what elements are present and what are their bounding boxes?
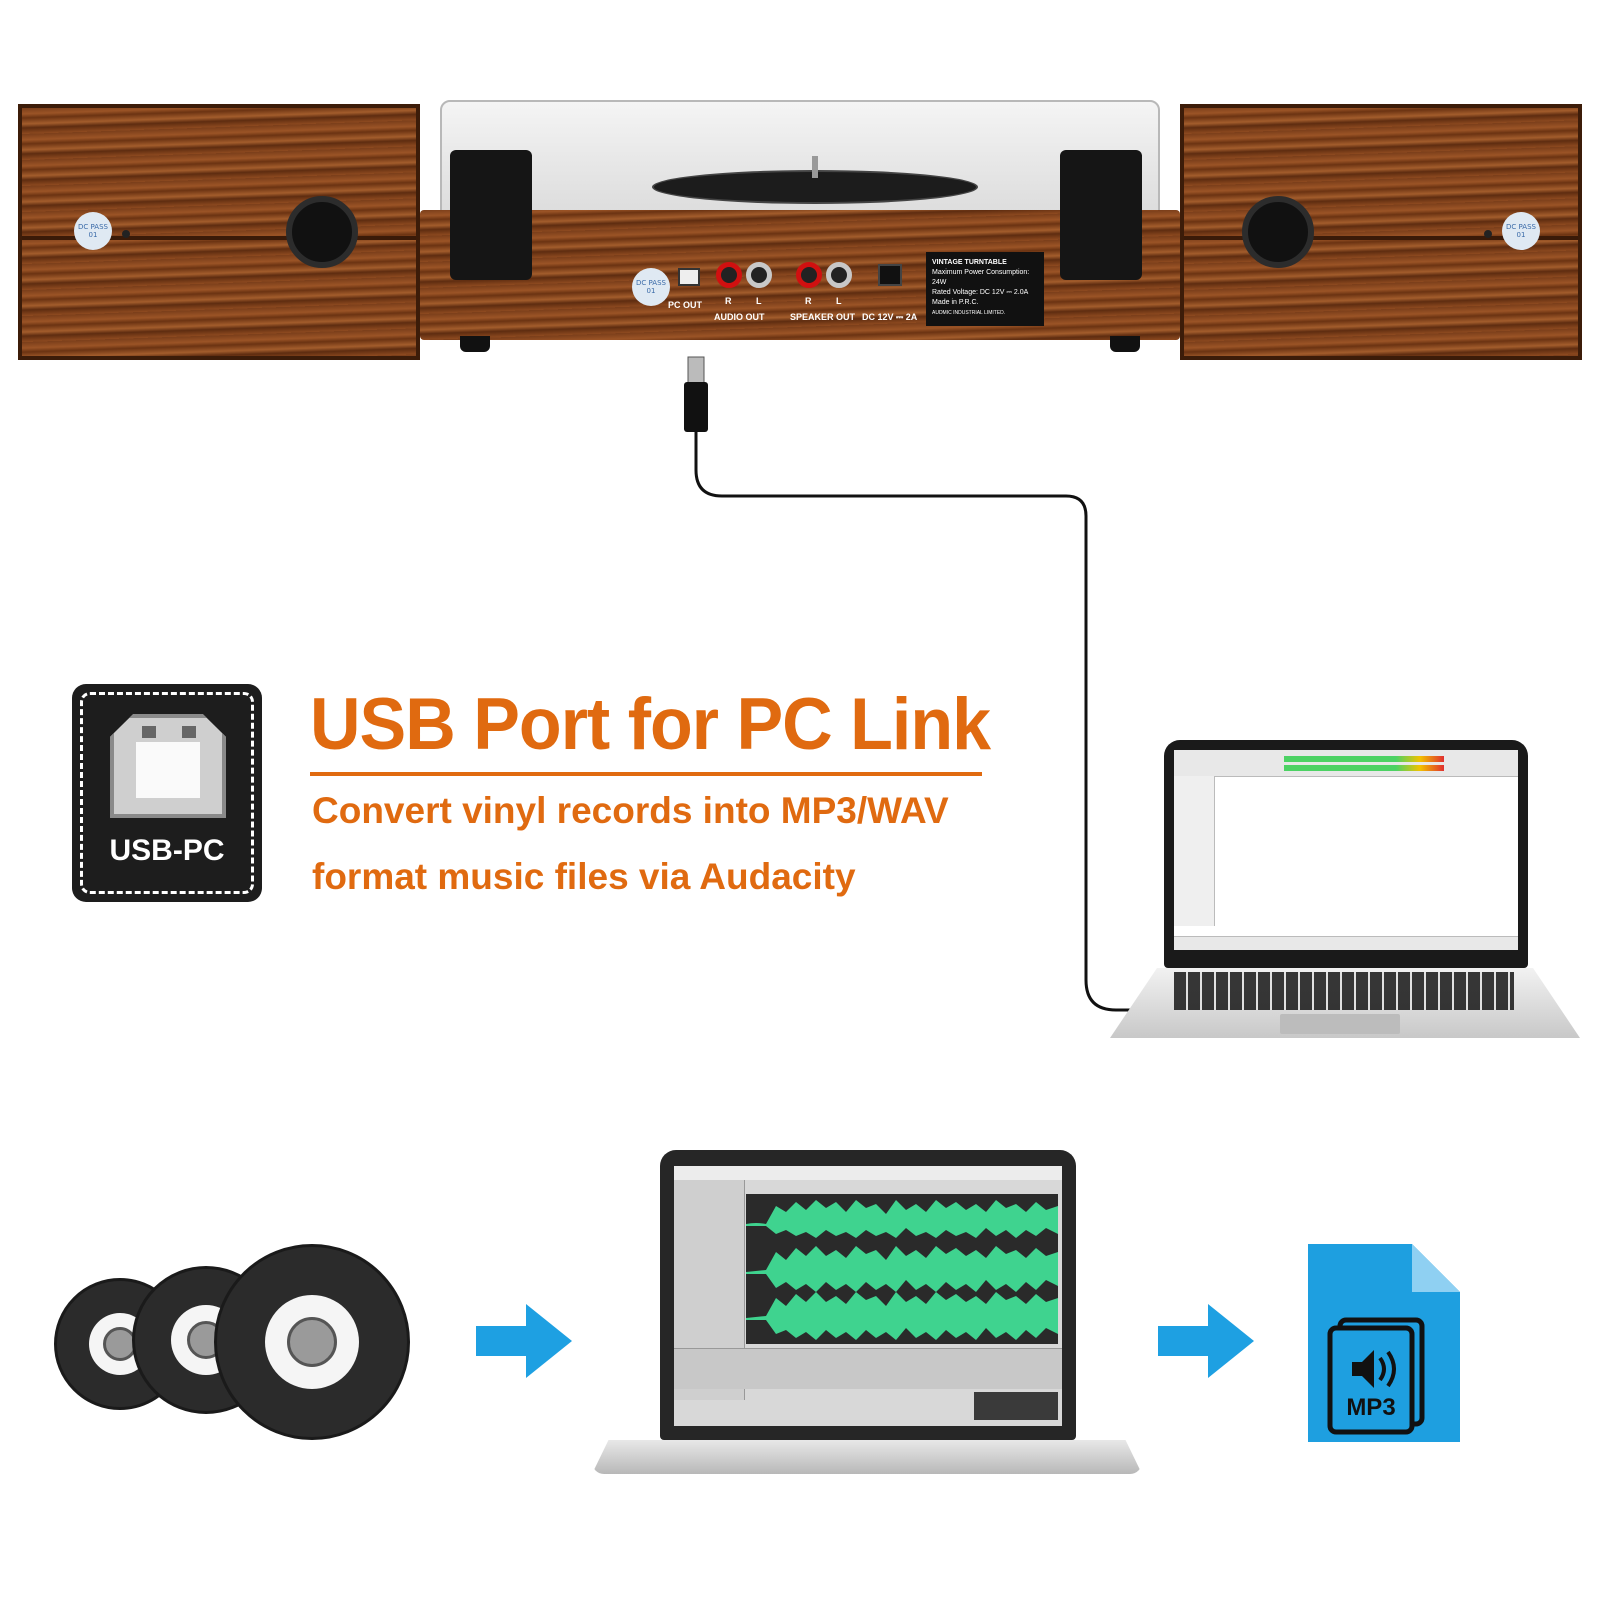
feature-line-1: Convert vinyl records into MP3/WAV xyxy=(312,790,949,831)
bass-port xyxy=(286,196,358,268)
hinge-right xyxy=(1060,150,1142,280)
pass-sticker: DC PASS 01 xyxy=(1502,212,1540,250)
pc-out-label: PC OUT xyxy=(668,300,703,310)
usb-b-port xyxy=(678,268,700,286)
speaker-icon xyxy=(1352,1350,1374,1388)
arrow-right-icon xyxy=(1158,1304,1254,1378)
waveform xyxy=(1243,802,1493,906)
editor-screen xyxy=(674,1166,1062,1426)
usb-pc-label: USB-PC xyxy=(109,834,225,867)
audio-out-label: AUDIO OUT xyxy=(714,312,765,322)
usb-b-socket-icon xyxy=(110,714,226,818)
vinyl-record-3 xyxy=(214,1244,410,1440)
left-speaker: DC PASS 01 xyxy=(18,104,420,360)
laptop-editor xyxy=(592,1150,1142,1480)
title-underline xyxy=(310,772,982,776)
laptop-audacity xyxy=(1110,740,1580,1050)
r-label: R xyxy=(725,296,732,306)
feature-line-2: format music files via Audacity xyxy=(312,856,856,897)
pass-sticker: DC PASS 01 xyxy=(74,212,112,250)
speaker-out-l xyxy=(826,262,852,288)
usb-pc-icon: USB-PC xyxy=(72,684,262,902)
mp3-file-icon: MP3 xyxy=(1308,1244,1460,1442)
mp3-label: MP3 xyxy=(1346,1394,1396,1421)
spec-label: VINTAGE TURNTABLE Maximum Power Consumpt… xyxy=(926,252,1044,326)
l-label: L xyxy=(836,296,842,306)
r-label: R xyxy=(805,296,812,306)
audacity-screen xyxy=(1174,750,1518,950)
wave-panel xyxy=(746,1194,1058,1344)
hinge-left xyxy=(450,150,532,280)
dc-jack xyxy=(878,264,902,286)
feature-title: USB Port for PC Link xyxy=(310,683,991,765)
right-speaker: DC PASS 01 xyxy=(1180,104,1582,360)
speaker-out-r xyxy=(796,262,822,288)
turntable: DC PASS 01 PC OUT R L AUDIO OUT R L SPEA… xyxy=(420,100,1180,360)
bass-port xyxy=(1242,196,1314,268)
arrow-right-icon xyxy=(476,1304,572,1378)
pass-sticker: DC PASS 01 xyxy=(632,268,670,306)
audio-out-l xyxy=(746,262,772,288)
speaker-out-label: SPEAKER OUT xyxy=(790,312,856,322)
audio-out-r xyxy=(716,262,742,288)
dc-in-label: DC 12V ⎓ 2A xyxy=(862,312,918,322)
l-label: L xyxy=(756,296,762,306)
